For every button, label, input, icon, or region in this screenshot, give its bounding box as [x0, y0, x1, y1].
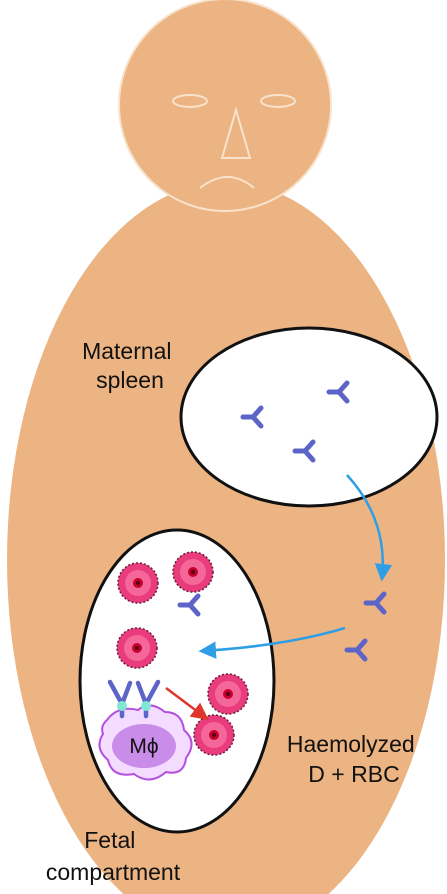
haemolyzed-label-line1: Haemolyzed [287, 731, 415, 757]
maternal-spleen-label-line1: Maternal [82, 338, 171, 364]
mother-head [119, 0, 331, 211]
macrophage-label: Mϕ [129, 735, 158, 758]
rbc-icon [173, 552, 213, 592]
rbc-icon [194, 715, 234, 755]
receptor-icon [141, 701, 151, 711]
receptor-icon [117, 701, 127, 711]
maternal-spleen [181, 328, 437, 506]
rbc-icon [208, 674, 248, 714]
haemolyzed-label-line2: D + RBC [308, 761, 399, 787]
maternal-spleen-label-line2: spleen [96, 367, 164, 393]
fetal-compartment-label-line2: compartment [46, 859, 181, 885]
fetal-compartment-label-line1: Fetal [84, 827, 135, 853]
rbc-icon [117, 628, 157, 668]
rbc-icon [118, 563, 158, 603]
